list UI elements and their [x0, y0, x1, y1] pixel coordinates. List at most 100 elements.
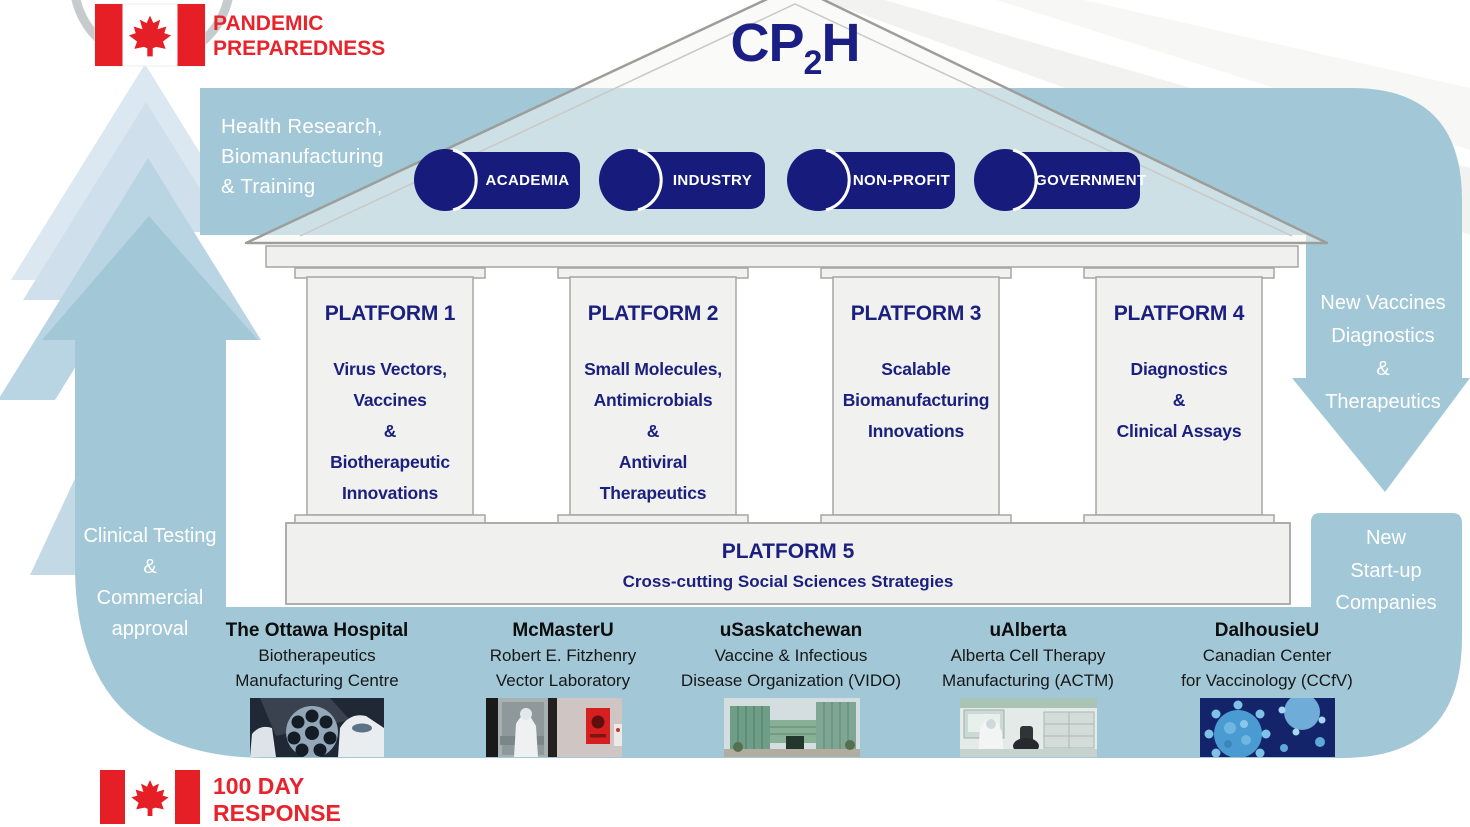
institution-name: uAlberta — [989, 620, 1067, 641]
entablature-beam — [265, 245, 1299, 268]
ribbon-bottom-left-arrow — [42, 216, 1462, 758]
startup-companies-label: New Start-up Companies — [1303, 522, 1469, 620]
program-label: PANDEMIC PREPAREDNESS — [213, 11, 385, 61]
platform-5-subtitle: Cross-cutting Social Sciences Strategies — [622, 572, 954, 591]
institution-line: for Vaccinology (CCfV) — [1181, 671, 1353, 690]
institution-line: Manufacturing (ACTM) — [942, 671, 1114, 690]
platform-1-line: & — [383, 421, 397, 441]
platform-1-line: Vaccines — [353, 390, 427, 410]
pill-academia-shape — [414, 148, 580, 212]
platform-5-title: PLATFORM 5 — [721, 540, 855, 563]
platform-2-line: Small Molecules, — [584, 359, 722, 379]
platform-3: PLATFORM 3 Scalable Biomanufacturing Inn… — [833, 302, 999, 447]
new-vaccines-label: New Vaccines Diagnostics & Therapeutics — [1300, 287, 1466, 419]
institution-ottawa: The Ottawa Hospital Biotherapeutics Manu… — [192, 619, 442, 693]
institution-line: Vector Laboratory — [495, 671, 631, 690]
platform-4: PLATFORM 4 Diagnostics & Clinical Assays — [1096, 302, 1262, 447]
platform-4-line: Diagnostics — [1130, 359, 1228, 379]
institution-mcmaster: McMasterU Robert E. Fitzhenry Vector Lab… — [438, 619, 688, 693]
platform-3-line: Innovations — [868, 421, 964, 441]
institution-line: Canadian Center — [1202, 646, 1332, 665]
pill-industry-shape — [599, 148, 765, 212]
band-line1: Health Research, — [221, 115, 383, 138]
title-main: CP — [730, 13, 805, 73]
platform-2-line: Antimicrobials — [593, 390, 713, 410]
canada-flag-bottom — [100, 770, 200, 824]
maple-leaf-icon — [131, 780, 169, 816]
platform-1-line: Innovations — [342, 483, 438, 503]
platform-2-title: PLATFORM 2 — [587, 302, 719, 325]
institution-name: The Ottawa Hospital — [225, 620, 409, 641]
startup-line: Start-up — [1350, 559, 1422, 582]
band-caption: Health Research, Biomanufacturing & Trai… — [221, 112, 384, 202]
vector-laboratory-photo — [486, 698, 622, 757]
clinical-testing-label: Clinical Testing & Commercial approval — [55, 521, 245, 645]
title-tail: H — [821, 13, 860, 73]
platform5-slab — [285, 522, 1291, 605]
platform-3-line: Scalable — [881, 359, 951, 379]
institution-ualberta: uAlberta Alberta Cell Therapy Manufactur… — [903, 619, 1153, 693]
platform-3-title: PLATFORM 3 — [850, 302, 982, 325]
platform-4-line: Clinical Assays — [1116, 421, 1242, 441]
institution-line: Robert E. Fitzhenry — [489, 646, 637, 665]
pillar-1 — [294, 267, 486, 527]
platform-2-line: Therapeutics — [599, 483, 707, 503]
institution-line: Alberta Cell Therapy — [950, 646, 1106, 665]
band-line3: & Training — [221, 175, 316, 198]
pillar-3 — [820, 267, 1012, 527]
institution-line: Disease Organization (VIDO) — [680, 671, 902, 690]
left-arrow-line: & — [143, 556, 157, 578]
right-arrow-line: Therapeutics — [1325, 391, 1441, 413]
program-line1: PANDEMIC — [213, 12, 324, 35]
band-line2: Biomanufacturing — [221, 145, 384, 168]
institution-line: Manufacturing Centre — [235, 671, 399, 690]
vido-building-photo — [724, 698, 860, 757]
platform-1-title: PLATFORM 1 — [324, 302, 456, 325]
platform-2: PLATFORM 2 Small Molecules, Antimicrobia… — [570, 302, 736, 509]
canada-flag-top — [94, 3, 206, 67]
pillar-4 — [1083, 267, 1275, 527]
virus-render-photo — [1200, 698, 1335, 757]
platform-2-line: & — [646, 421, 660, 441]
institution-usask: uSaskatchewan Vaccine & Infectious Disea… — [666, 619, 916, 693]
pill-government-shape — [974, 148, 1140, 212]
institution-line: Biotherapeutics — [258, 646, 376, 665]
startup-line: New — [1365, 527, 1406, 549]
pill-government-label: GOVERNMENT — [1035, 172, 1147, 189]
startup-line: Companies — [1335, 592, 1437, 614]
platform-2-line: Antiviral — [618, 452, 688, 472]
pill-nonprofit-label: NON-PROFIT — [852, 172, 951, 189]
response-line1: 100 DAY — [213, 773, 305, 799]
page-title: CP2H — [700, 12, 890, 82]
pill-academia-label: ACADEMIA — [485, 172, 570, 189]
platform-1: PLATFORM 1 Virus Vectors, Vaccines & Bio… — [307, 302, 473, 509]
institution-name: DalhousieU — [1214, 620, 1320, 641]
right-arrow-line: & — [1376, 358, 1390, 380]
biomanufacturing-lab-photo — [250, 698, 384, 757]
actm-lab-photo — [960, 698, 1097, 757]
maple-leaf-icon — [128, 15, 172, 57]
institution-name: uSaskatchewan — [719, 620, 863, 641]
institution-dalhousie: DalhousieU Canadian Center for Vaccinolo… — [1142, 619, 1392, 693]
response-label: 100 DAY RESPONSE — [213, 773, 341, 827]
pillar-2 — [557, 267, 749, 527]
platform-4-title: PLATFORM 4 — [1113, 302, 1245, 325]
left-arrow-line: Clinical Testing — [83, 525, 217, 547]
pill-nonprofit-shape — [787, 148, 955, 212]
right-arrow-line: Diagnostics — [1331, 325, 1435, 347]
right-arrow-line: New Vaccines — [1320, 292, 1446, 314]
platform-1-line: Virus Vectors, — [333, 359, 447, 379]
platform-4-line: & — [1172, 390, 1186, 410]
platform-3-line: Biomanufacturing — [842, 390, 990, 410]
response-line2: RESPONSE — [213, 800, 341, 826]
platform-5: PLATFORM 5 Cross-cutting Social Sciences… — [286, 540, 1290, 592]
platform-1-line: Biotherapeutic — [330, 452, 450, 472]
left-arrow-line: approval — [111, 618, 189, 640]
left-arrow-line: Commercial — [96, 587, 204, 609]
pill-industry-label: INDUSTRY — [672, 172, 753, 189]
institution-line: Vaccine & Infectious — [714, 646, 868, 665]
program-line2: PREPAREDNESS — [213, 37, 386, 60]
institution-name: McMasterU — [512, 620, 614, 641]
